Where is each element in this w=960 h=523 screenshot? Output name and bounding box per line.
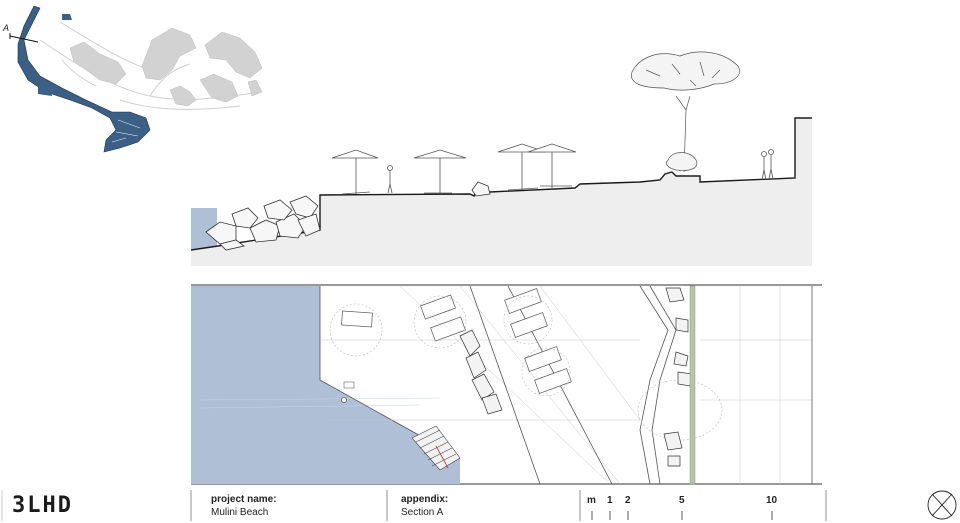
scale-ticks (591, 511, 773, 520)
section-elevation (190, 51, 812, 266)
appendix-value: Section A (401, 507, 444, 518)
scale-mark: 1 (607, 495, 613, 506)
person-icon (761, 149, 774, 181)
plan-paving (320, 285, 812, 485)
section-marker: A (3, 23, 10, 33)
footer (1, 490, 957, 521)
company-logo: 3LHD (12, 493, 73, 518)
scale-mark: 2 (625, 495, 631, 506)
key-map-paths (39, 21, 263, 110)
key-map (9, 5, 263, 153)
sea-water-plan (191, 286, 460, 484)
appendix-label: appendix: (401, 494, 449, 505)
person-icon (387, 165, 393, 194)
scale-mark: 10 (766, 495, 778, 506)
pine-tree-icon (631, 51, 740, 173)
ground-line (190, 117, 812, 251)
parasol-icon (331, 149, 379, 195)
parasol-group (331, 143, 577, 195)
scale-mark: 5 (679, 495, 685, 506)
parasol-icon (413, 149, 467, 194)
lounger-plan (341, 288, 572, 394)
project-value: Mulini Beach (211, 507, 269, 518)
site-highlight (17, 5, 151, 153)
key-map-buildings (69, 27, 263, 107)
parasol-icon (527, 143, 577, 188)
section-plan (191, 284, 822, 485)
section-line (9, 35, 39, 43)
boulders-section (205, 195, 321, 251)
north-arrow-icon (927, 490, 957, 520)
scale-unit: m (587, 495, 596, 506)
project-label: project name: (211, 494, 277, 505)
boulders-plan (459, 287, 693, 467)
